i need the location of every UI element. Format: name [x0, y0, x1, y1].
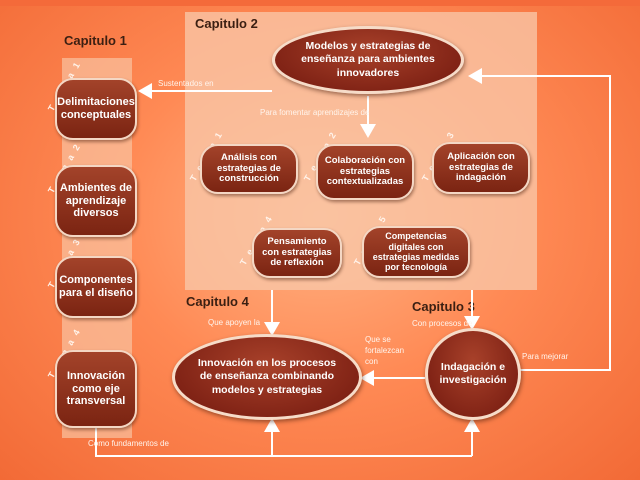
c3-oval: Indagación e investigación [425, 328, 521, 420]
top-bar [0, 0, 640, 6]
chapter1-title: Capitulo 1 [64, 33, 127, 48]
c1-box-innovacion: Innovación como eje transversal [55, 350, 137, 428]
label-fomentar: Para fomentar aprendizajes de [260, 108, 370, 117]
label-apoyen: Que apoyen la [208, 318, 261, 327]
chapter3-title: Capitulo 3 [412, 299, 475, 314]
label-procesos: Con procesos de [412, 319, 473, 328]
c1-box-ambientes: Ambientes de aprendizaje diversos [55, 165, 137, 237]
c2-theme-aplicacion: Aplicación con estrategias de indagación [432, 142, 530, 194]
chapter4-title: Capitulo 4 [186, 294, 249, 309]
c2-main-oval: Modelos y estrategias de enseñanza para … [272, 26, 464, 94]
c1-box-componentes: Componentes para el diseño [55, 256, 137, 318]
c1-box-delimitaciones: Delimitaciones conceptuales [55, 78, 137, 140]
c2-theme-pensamiento: Pensamiento con estrategias de reflexión [252, 228, 342, 278]
chapter2-title: Capitulo 2 [195, 16, 258, 31]
c4-oval: Innovación en los procesos de enseñanza … [172, 334, 362, 420]
label-mejorar: Para mejorar [522, 352, 569, 361]
label-sustentados: Sustentados en [158, 79, 214, 88]
c2-theme-competencias: Competencias digitales con estrategias m… [362, 226, 470, 278]
arrow-mejorar [468, 68, 611, 371]
arrow-fundamentos-line [95, 425, 472, 457]
label-fundamentos: Como fundamentos de [88, 439, 169, 448]
c2-theme-colaboracion: Colaboración con estrategias contextuali… [316, 144, 414, 200]
c2-theme-analisis: Análisis con estrategias de construcción [200, 144, 298, 194]
label-fortalezcan: Que se fortalezcan con [365, 335, 405, 366]
